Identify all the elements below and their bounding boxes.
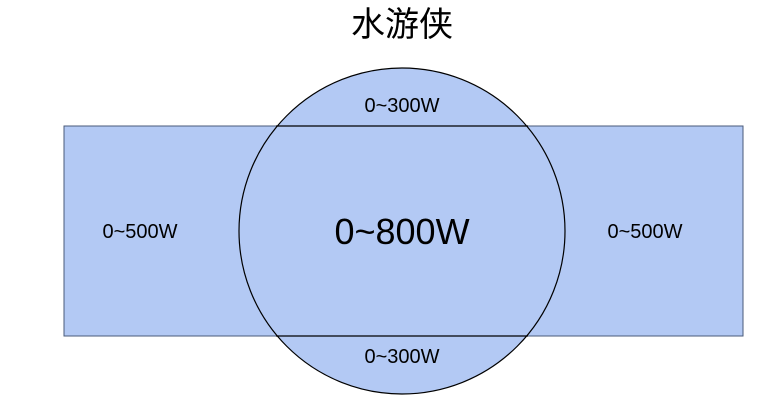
top-segment-label: 0~300W [364, 95, 439, 117]
bottom-segment-label: 0~300W [364, 346, 439, 368]
left-segment-label: 0~500W [102, 221, 177, 243]
diagram-title: 水游侠 [351, 6, 453, 44]
center-circle [238, 67, 566, 395]
center-label: 0~800W [334, 211, 469, 252]
right-segment-label: 0~500W [607, 221, 682, 243]
